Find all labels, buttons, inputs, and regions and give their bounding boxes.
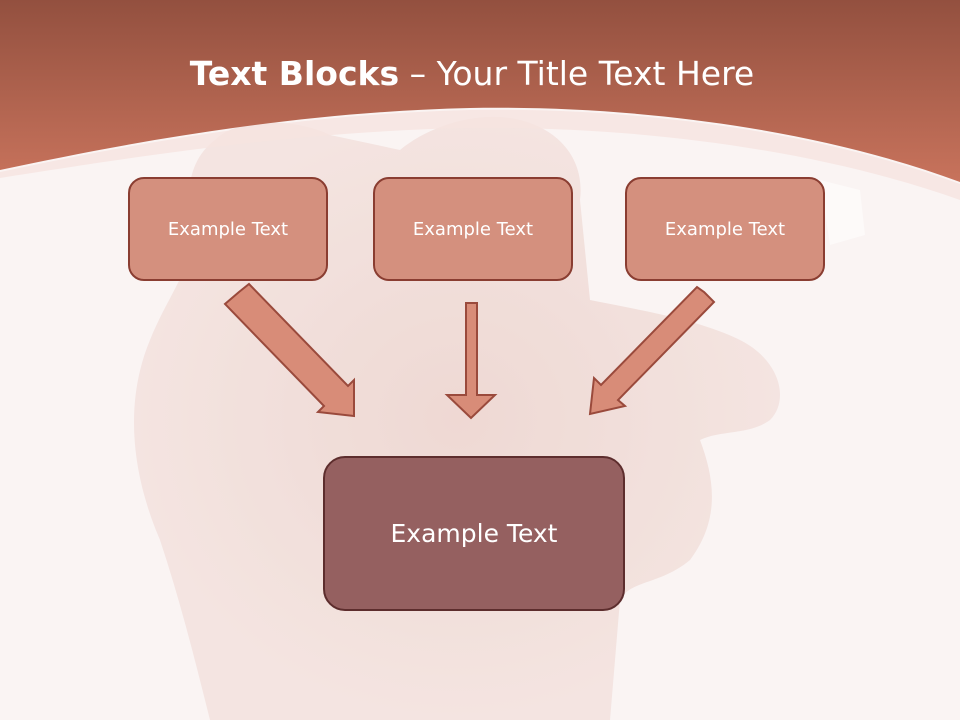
result-block: Example Text — [323, 456, 625, 611]
page-title: Text Blocks – Your Title Text Here — [0, 52, 944, 96]
text-block-3: Example Text — [625, 177, 825, 281]
header-swoosh — [0, 109, 960, 200]
arrow-center — [444, 302, 498, 420]
text-block-3-label: Example Text — [664, 218, 786, 240]
title-rest: Your Title Text Here — [436, 54, 755, 93]
header-band — [0, 0, 960, 182]
text-block-2: Example Text — [373, 177, 573, 281]
title-bold: Text Blocks — [189, 54, 400, 93]
arrow-right — [588, 285, 716, 416]
arrow-left — [223, 282, 355, 418]
text-block-1-label: Example Text — [167, 218, 289, 240]
result-block-label: Example Text — [390, 519, 558, 548]
title-separator: – — [399, 54, 437, 93]
text-block-1: Example Text — [128, 177, 328, 281]
text-block-2-label: Example Text — [412, 218, 534, 240]
